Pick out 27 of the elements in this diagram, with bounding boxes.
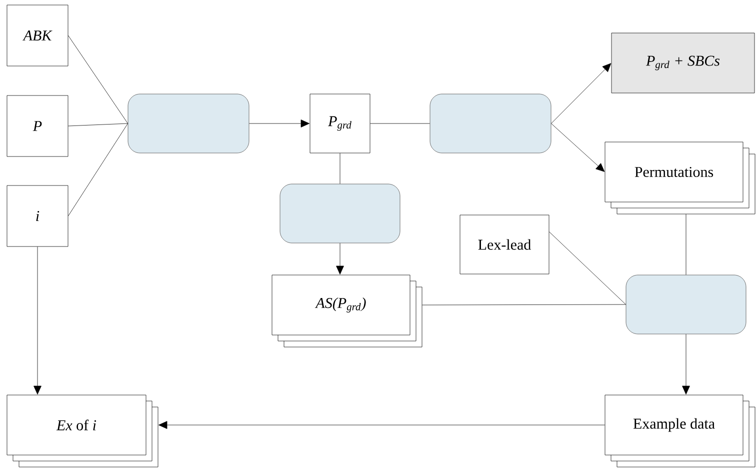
- connector-line: [370, 123, 430, 124]
- arrow: [158, 421, 605, 429]
- stacked-box: Example data: [604, 394, 756, 468]
- arrow: [551, 63, 612, 124]
- stacked-box: Ex of i: [6, 394, 158, 468]
- box: Lex-lead: [460, 214, 550, 274]
- process-box: [128, 94, 250, 154]
- box: i: [6, 185, 68, 247]
- arrow: [682, 334, 690, 394]
- connector-line: [68, 123, 128, 126]
- arrow: [34, 246, 42, 394]
- arrow: [249, 120, 310, 128]
- process-box: [626, 274, 746, 334]
- arrow: [336, 243, 344, 274]
- connector-line: [68, 35, 128, 124]
- box: ABK: [6, 4, 68, 66]
- box: P$_{grd}$: [310, 94, 370, 154]
- arrow: [551, 123, 605, 172]
- connector-line: [549, 232, 626, 305]
- connector-line: [422, 304, 626, 306]
- stacked-box: Permutations: [604, 142, 756, 214]
- stacked-box: AS(P$_{grd}$): [272, 274, 422, 348]
- connector-line: [68, 123, 128, 216]
- box: P: [6, 95, 68, 157]
- result-box: P$_{grd}$ + SBCs: [611, 32, 755, 94]
- process-box: [430, 94, 552, 154]
- process-box: [280, 184, 400, 244]
